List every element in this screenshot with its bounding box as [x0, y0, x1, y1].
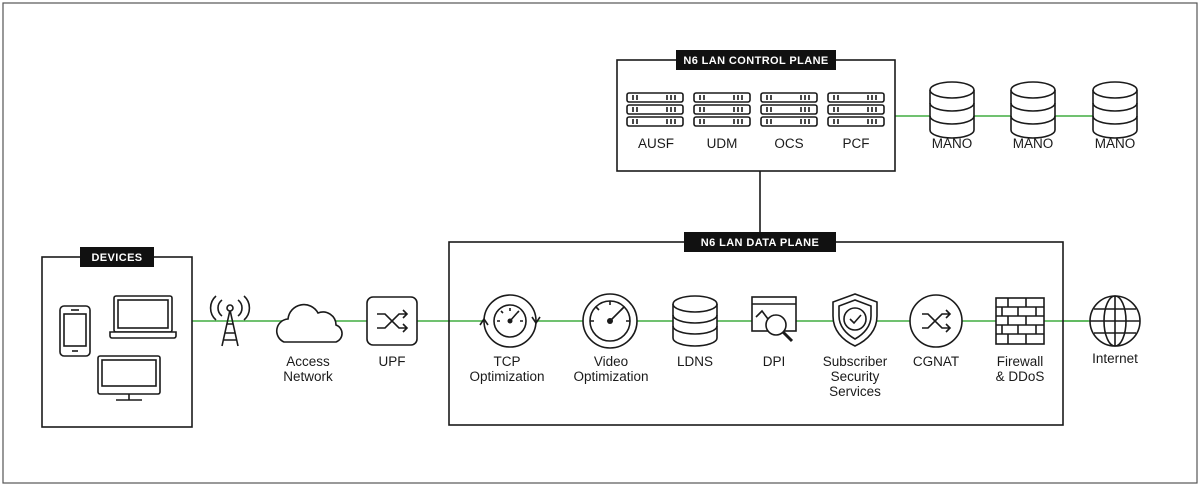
video-label-1: Video	[594, 354, 628, 369]
data-plane-header: N6 LAN DATA PLANE	[701, 237, 819, 249]
server-icon-pcf	[827, 92, 885, 127]
data-plane-header-bg	[684, 232, 836, 252]
globe-icon	[1089, 295, 1141, 347]
access-network-label-1: Access	[286, 354, 330, 369]
security-label-1: Subscriber	[823, 354, 888, 369]
cloud-icon	[275, 303, 343, 343]
security-label-2: Security	[831, 369, 880, 384]
security-label-3: Services	[829, 384, 881, 399]
tcp-label-1: TCP	[494, 354, 521, 369]
laptop-icon	[109, 295, 177, 339]
devices-box: DEVICES	[41, 247, 193, 428]
dpi-inspect-icon	[751, 296, 797, 343]
cell-tower-icon	[209, 295, 251, 347]
firewall-icon	[995, 297, 1045, 345]
devices-header-bg	[80, 247, 154, 267]
server-label-udm: UDM	[707, 136, 738, 151]
database-icon-mano-1	[929, 81, 975, 139]
server-icon-ocs	[760, 92, 818, 127]
server-label-ausf: AUSF	[638, 136, 674, 151]
database-icon-mano-3	[1092, 81, 1138, 139]
firewall-label-1: Firewall	[997, 354, 1044, 369]
ldns-label: LDNS	[677, 354, 713, 369]
mano-label-3: MANO	[1095, 136, 1136, 151]
control-plane-box: N6 LAN CONTROL PLANE	[616, 50, 896, 172]
shield-check-icon	[832, 293, 878, 347]
upf-label: UPF	[379, 354, 406, 369]
phone-icon	[59, 305, 91, 357]
tcp-label-2: Optimization	[469, 369, 544, 384]
video-optimization-icon	[582, 293, 638, 349]
mano-label-2: MANO	[1013, 136, 1054, 151]
cgnat-icon	[909, 294, 963, 348]
tcp-optimization-icon	[479, 294, 541, 348]
firewall-label-2: & DDoS	[996, 369, 1045, 384]
ldns-database-icon	[672, 295, 718, 347]
database-icon-mano-2	[1010, 81, 1056, 139]
internet-label: Internet	[1092, 351, 1138, 366]
access-network-label-2: Network	[283, 369, 333, 384]
dpi-label: DPI	[763, 354, 786, 369]
mano-label-1: MANO	[932, 136, 973, 151]
server-icon-ausf	[626, 92, 684, 127]
server-label-ocs: OCS	[774, 136, 803, 151]
video-label-2: Optimization	[573, 369, 648, 384]
server-label-pcf: PCF	[843, 136, 870, 151]
data-plane-box: N6 LAN DATA PLANE	[448, 232, 1064, 426]
control-plane-header: N6 LAN CONTROL PLANE	[683, 55, 828, 67]
upf-switch-icon	[366, 296, 418, 346]
cgnat-label: CGNAT	[913, 354, 959, 369]
devices-header: DEVICES	[91, 252, 142, 264]
server-icon-udm	[693, 92, 751, 127]
monitor-icon	[97, 355, 161, 401]
control-plane-header-bg	[676, 50, 836, 70]
